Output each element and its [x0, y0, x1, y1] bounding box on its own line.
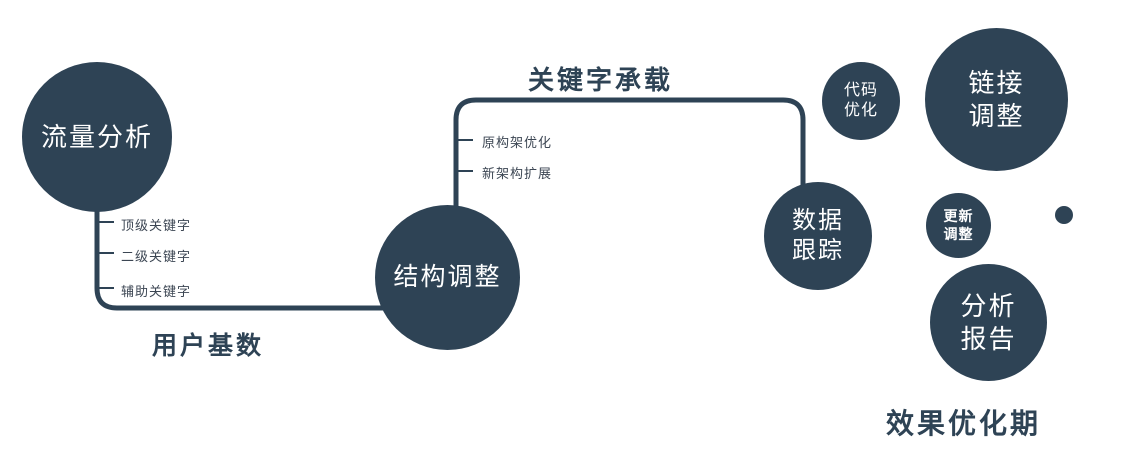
- branch-label-second-keywords: 二级关键字: [121, 249, 192, 264]
- node-update-adjustment-line1: 更新: [943, 208, 974, 224]
- node-analysis-report: 分析 报告: [930, 264, 1047, 381]
- bullet-dot: [1055, 206, 1073, 224]
- node-update-adjustment: 更新 调整: [926, 193, 991, 258]
- node-update-adjustment-line2: 调整: [943, 225, 974, 242]
- node-link-adjustment-line1: 链接: [968, 68, 1025, 98]
- edge-label-keyword-bearing: 关键字承载: [528, 65, 674, 95]
- node-traffic-analysis-label: 流量分析: [40, 121, 153, 152]
- node-traffic-analysis: 流量分析: [22, 62, 172, 212]
- node-code-optimization-line1: 代码: [843, 82, 878, 99]
- node-data-tracking-line2: 跟踪: [792, 237, 844, 264]
- node-link-adjustment-line2: 调整: [968, 100, 1025, 131]
- branch-tick-marks: [97, 139, 473, 289]
- edge-keyword-path: [453, 97, 806, 220]
- edge-label-user-base: 用户基数: [152, 332, 265, 360]
- caption-effect-optimization-period: 效果优化期: [886, 408, 1042, 439]
- branch-label-aux-keywords: 辅助关键字: [121, 284, 192, 299]
- node-structure-adjustment-label: 结构调整: [393, 262, 502, 291]
- branch-label-new-architecture: 新架构扩展: [482, 166, 553, 181]
- node-data-tracking: 数据 跟踪: [764, 182, 872, 290]
- node-code-optimization: 代码 优化: [822, 62, 900, 140]
- branch-label-top-keywords: 顶级关键字: [121, 218, 192, 233]
- node-data-tracking-line1: 数据: [792, 207, 844, 234]
- branch-label-original-architecture: 原构架优化: [482, 135, 553, 150]
- node-analysis-report-line2: 报告: [960, 323, 1017, 354]
- node-analysis-report-line1: 分析: [960, 291, 1017, 321]
- node-code-optimization-line2: 优化: [843, 102, 878, 119]
- node-link-adjustment: 链接 调整: [925, 28, 1068, 171]
- node-structure-adjustment: 结构调整: [375, 205, 520, 350]
